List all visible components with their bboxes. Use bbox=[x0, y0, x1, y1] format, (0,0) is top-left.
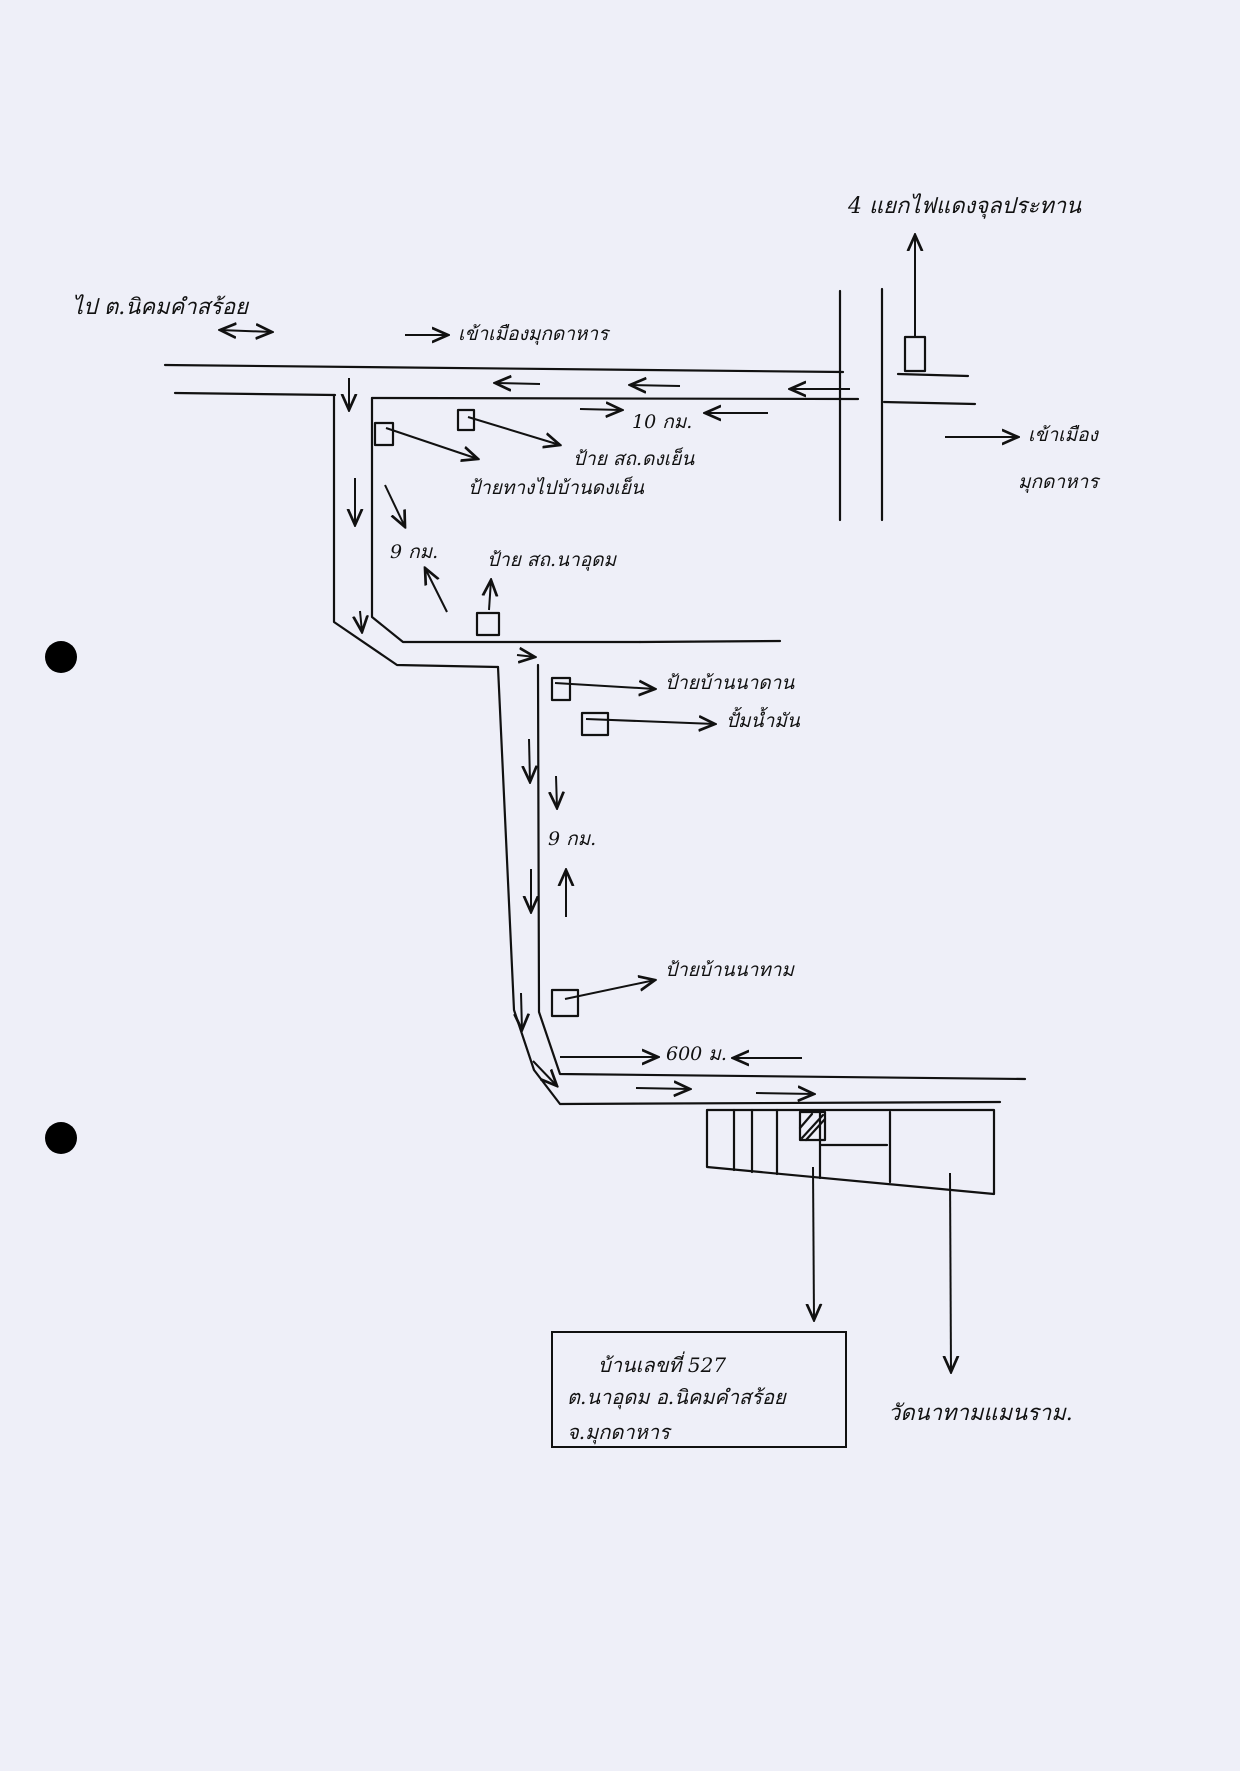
label-to-city-top: เข้าเมืองมุกดาหาร bbox=[458, 323, 609, 345]
label-to-tambon: ไป ต.นิคมคำสร้อย bbox=[72, 295, 248, 320]
label-temple: วัดนาทามแมนราม. bbox=[888, 1401, 1073, 1426]
destination-line-1: บ้านเลขที่ 527 bbox=[598, 1353, 727, 1377]
label-sign-village-2: ป้ายบ้านนาทาม bbox=[665, 959, 794, 981]
label-sign-hospital-2: ป้ายทางไปบ้านดงเย็น bbox=[468, 477, 644, 499]
label-dist-10km: 10 กม. bbox=[632, 411, 693, 433]
label-junction: 4 แยกไฟแดงจุลประทาน bbox=[848, 194, 1082, 219]
label-sign-gas: ปั้มน้ำมัน bbox=[726, 710, 800, 732]
label-dist-600m: 600 ม. bbox=[666, 1043, 727, 1065]
label-dist-9km-2: 9 กม. bbox=[548, 828, 597, 850]
road-branch-far bbox=[638, 639, 782, 644]
road-branch-right bbox=[370, 396, 642, 644]
road-main-lower-edge-2 bbox=[370, 396, 860, 401]
road-cross-bottom bbox=[882, 400, 977, 406]
road-branch-left bbox=[332, 393, 500, 669]
road-main-upper-edge bbox=[163, 363, 845, 374]
road-cross-top bbox=[896, 372, 970, 378]
destination-box: บ้านเลขที่ 527 ต.นาอุดม อ.นิคมคำสร้อย จ.… bbox=[551, 1331, 847, 1448]
punch-hole-bottom bbox=[45, 1122, 77, 1154]
destination-line-3: จ.มุกดาหาร bbox=[567, 1420, 670, 1444]
label-dist-9km-1: 9 กม. bbox=[390, 541, 439, 563]
label-to-city-right-2: มุกดาหาร bbox=[1018, 471, 1099, 493]
label-sign-naudom: ป้าย สถ.นาอุดม bbox=[487, 549, 616, 571]
label-to-city-right-1: เข้าเมือง bbox=[1028, 424, 1098, 446]
road-second-left bbox=[496, 665, 1002, 1106]
destination-line-2: ต.นาอุดม อ.นิคมคำสร้อย bbox=[567, 1385, 786, 1409]
punch-hole-top bbox=[45, 641, 77, 673]
road-second-right bbox=[536, 663, 1027, 1081]
label-sign-hospital-1: ป้าย สถ.ดงเย็น bbox=[573, 448, 695, 470]
road-main-lower-edge bbox=[173, 391, 337, 397]
label-sign-village-1: ป้ายบ้านนาดาน bbox=[665, 672, 795, 694]
building-block bbox=[705, 1108, 996, 1196]
